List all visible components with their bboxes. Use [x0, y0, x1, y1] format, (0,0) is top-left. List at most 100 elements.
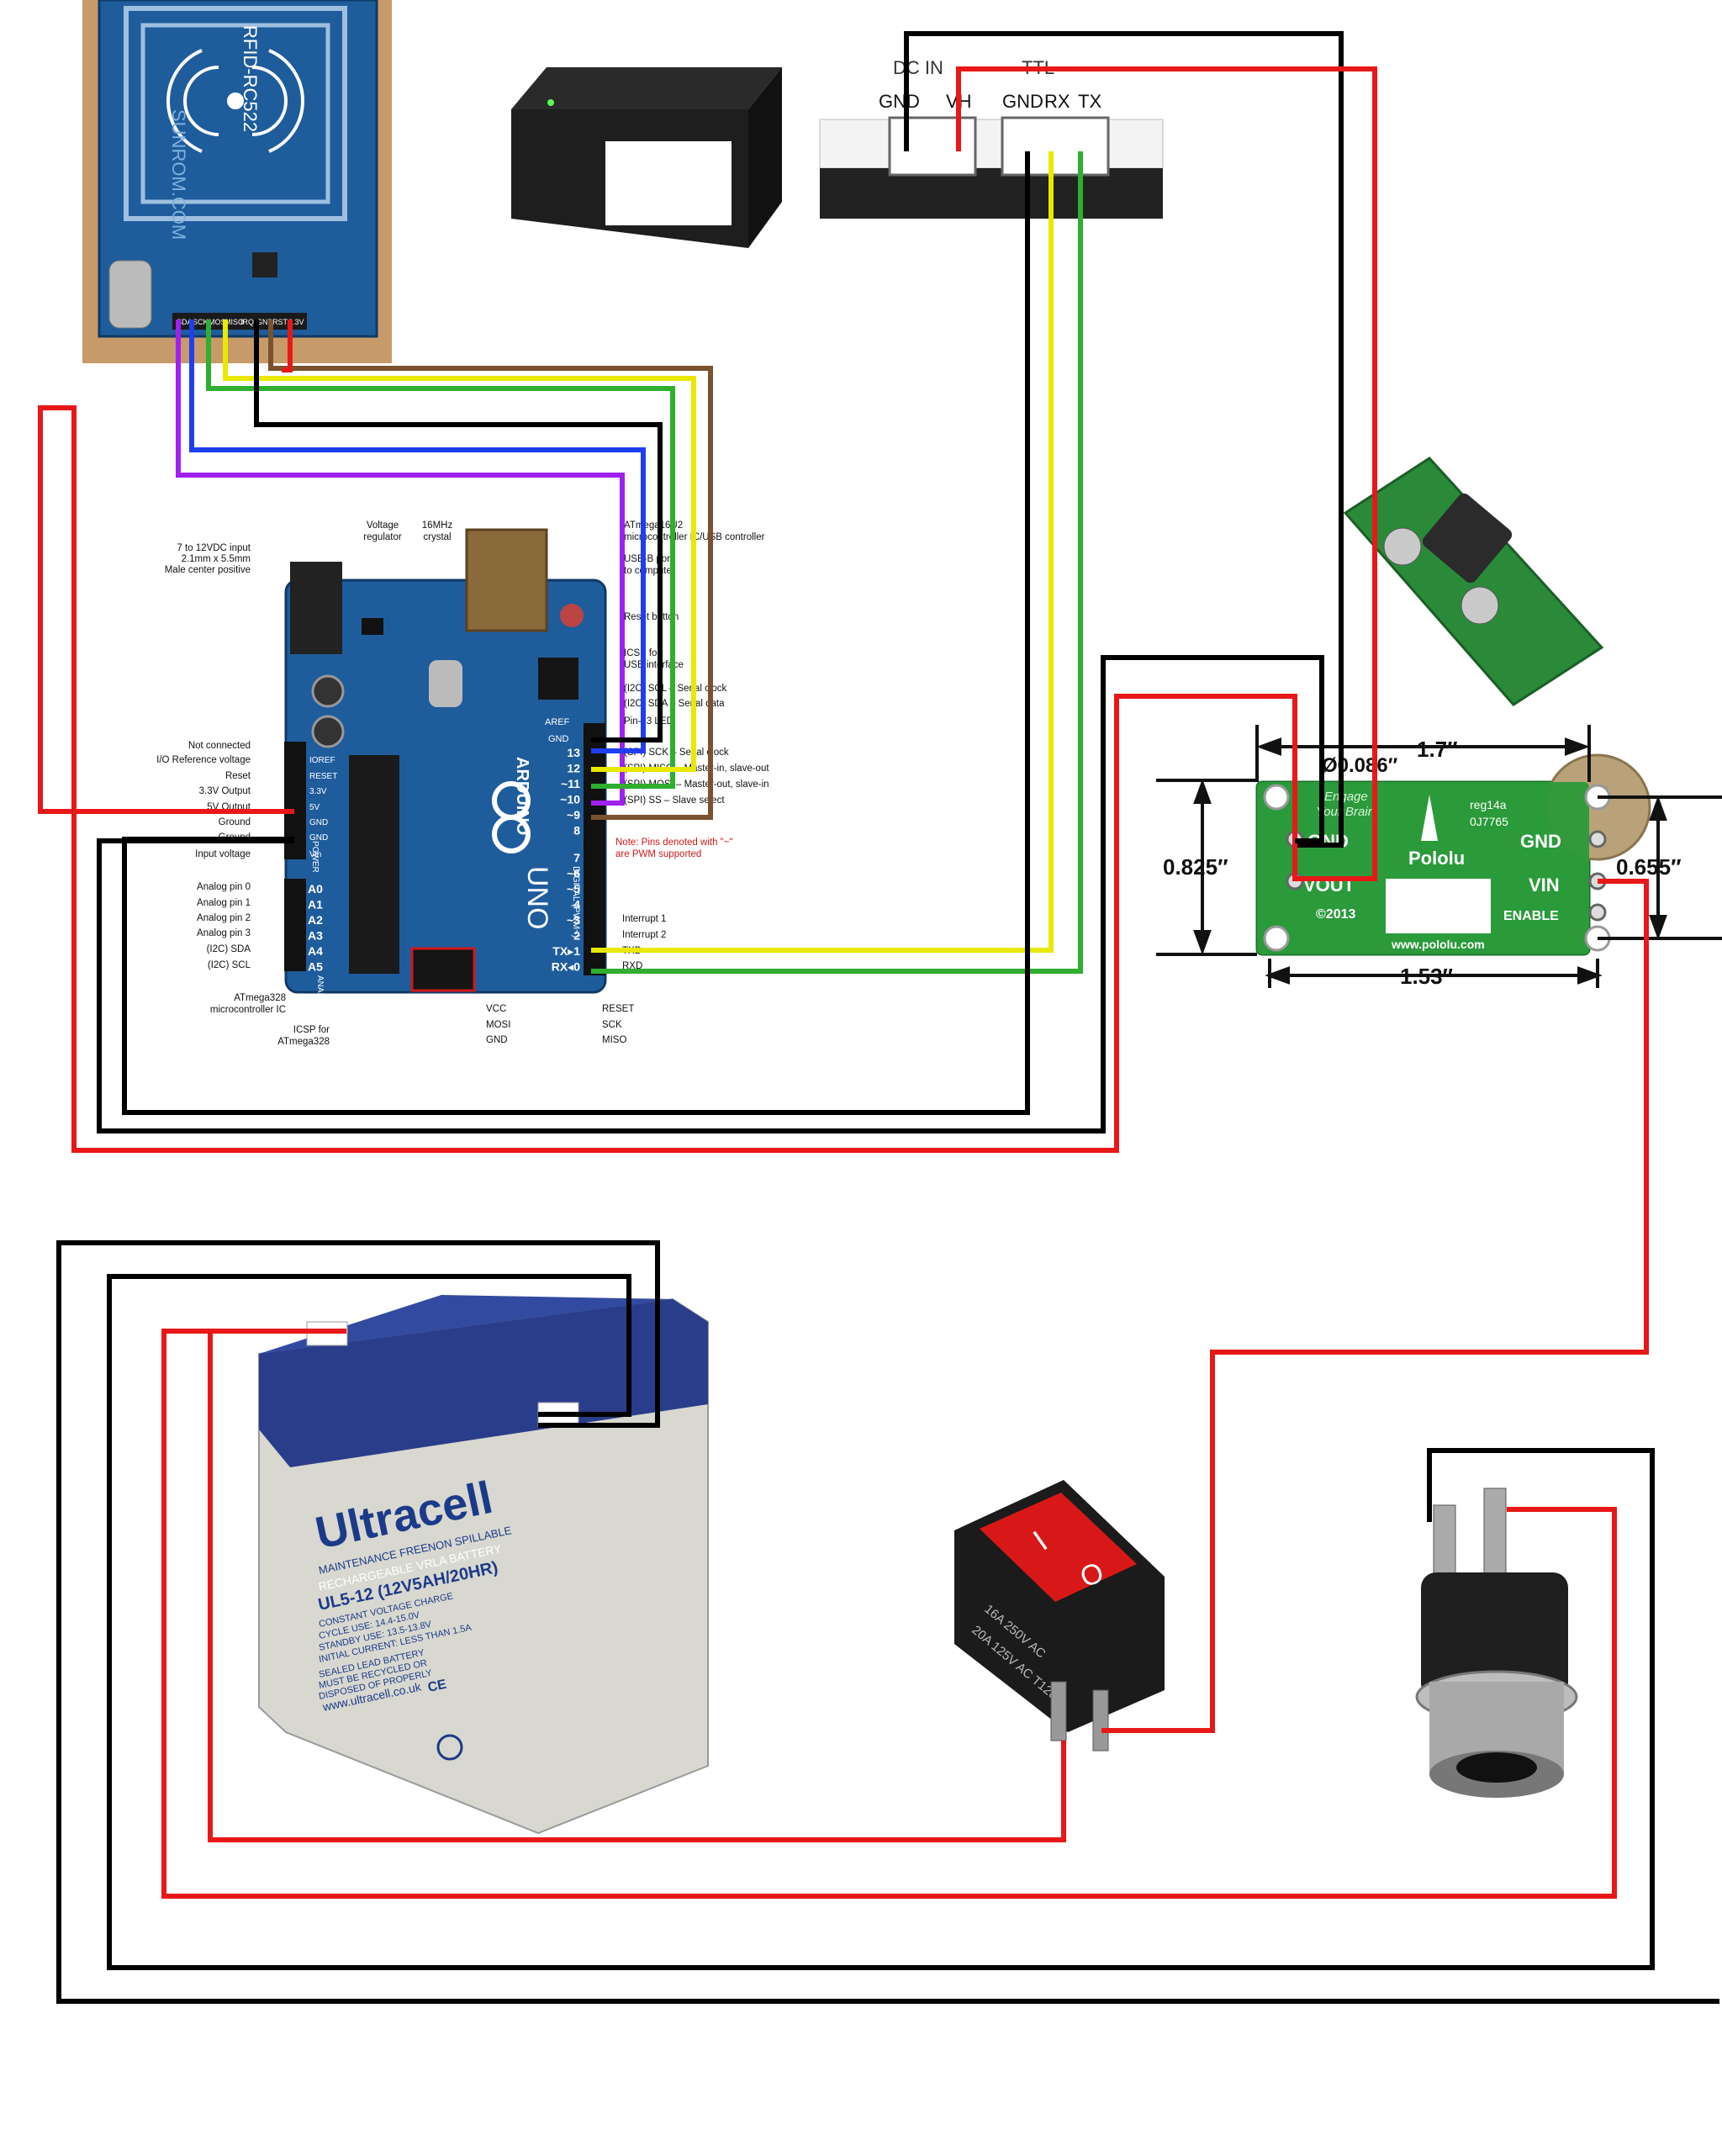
ann-sck-right: (SPI) SCK – Serial clock	[624, 748, 729, 758]
header-label-digital: RX◂0	[552, 960, 580, 974]
ann-regulator-2: regulator	[363, 532, 402, 542]
regulator-part-2: 0J7765	[1470, 815, 1508, 828]
power-input-line-1: 7 to 12VDC input	[177, 543, 251, 553]
regulator-pin-gnd-right: GND	[1520, 831, 1561, 852]
rfid-antenna	[124, 6, 347, 221]
wire-mosi	[206, 320, 675, 789]
header-label-v5: 5V	[309, 803, 320, 812]
header-label-analog-in: ANALOG IN	[315, 975, 325, 1021]
wire-gnd-rfid	[254, 320, 663, 742]
header-label-analog: A0	[308, 882, 323, 896]
header-label-gnd-top: GND	[548, 734, 569, 744]
regulator-label-area	[1386, 879, 1491, 933]
header-label-analog: A3	[308, 929, 323, 943]
rfid-pin-label: RST	[272, 318, 288, 326]
buck-converter-photo	[1343, 457, 1604, 706]
ann-sck-bottom: SCK	[602, 1020, 622, 1030]
regulator-pin-enable: ENABLE	[1503, 909, 1559, 923]
ann-reset: Reset	[225, 771, 251, 781]
battery-ce: CE	[426, 1678, 448, 1695]
rfid-crystal	[108, 260, 152, 329]
thermal-printer	[511, 67, 782, 248]
regulator-slogan-2: Your Brain	[1316, 805, 1375, 819]
arduino-logo-icon	[492, 781, 531, 853]
icsp-usb-header	[538, 658, 578, 700]
icsp-atmega-header	[410, 947, 476, 992]
wire-vin	[1101, 879, 1649, 1733]
jack-terminal-right	[1483, 1488, 1507, 1582]
power-input-line-3: Male center positive	[165, 565, 251, 575]
printer-led-icon	[547, 99, 554, 106]
header-label-digital: ~5	[567, 882, 580, 896]
power-input-line-2: 2.1mm x 5.5mm	[182, 554, 251, 564]
battery-recycle-icon	[436, 1734, 463, 1761]
ann-miso-bottom: MISO	[602, 1035, 626, 1045]
wire-rst	[268, 320, 713, 820]
ann-scl-right: (I2C) SCL – Serial clock	[624, 684, 727, 694]
printer-connectors: DC IN TTL GND VH GND RX TX	[819, 57, 1164, 219]
dc-barrel-jack	[1415, 1488, 1578, 1798]
power-jack	[290, 562, 342, 654]
ann-atmega-2: microcontroller IC	[210, 1005, 286, 1015]
wire-printer-vh	[956, 66, 1377, 881]
ann-a1: Analog pin 1	[197, 898, 251, 908]
header-label-digital: 4	[573, 898, 580, 912]
ann-scl: (I2C) SCL	[208, 960, 251, 970]
regulator-pin-vin: VIN	[1529, 875, 1560, 896]
regulator-part-1: reg14a	[1470, 798, 1507, 811]
ann-vcc-bottom: VCC	[486, 1004, 506, 1014]
rfid-pin-label: GND	[256, 318, 274, 326]
header-label-gnd: GND	[309, 833, 328, 843]
ann-usb-2: to computer	[624, 566, 675, 576]
header-label-analog: A1	[308, 898, 323, 912]
rocker-button	[980, 1493, 1137, 1602]
ann-crystal-1: 16MHz	[422, 521, 453, 531]
inductor-icon	[1422, 493, 1513, 584]
wire-battery-jack	[161, 1329, 1617, 1899]
header-label-digital-pwm: DIGITAL (PWM~)	[571, 866, 581, 938]
ann-icsp-usb-2: USB interface	[624, 660, 684, 670]
header-label-analog: A5	[308, 960, 323, 974]
ann-mosi-bottom: MOSI	[486, 1020, 510, 1030]
ann-not-connected: Not connected	[188, 741, 251, 751]
ann-sda: (I2C) SDA	[207, 944, 251, 954]
rfid-pin-label: SDA	[177, 318, 193, 326]
dim-hole: Ø0.086″	[1322, 754, 1398, 777]
dimension-lines	[1156, 725, 1722, 988]
regulator-url: www.pololu.com	[1391, 938, 1485, 951]
header-label-digital: 8	[573, 824, 580, 838]
header-label-aref: AREF	[545, 717, 570, 727]
ann-reset-button: Reset button	[624, 612, 679, 622]
rfid-pin-label: IRQ	[240, 318, 254, 326]
wire-battery-neg-2	[107, 1274, 1655, 1970]
dim-right-height: 0.655″	[1616, 854, 1682, 880]
header-label-digital: ~11	[561, 777, 580, 790]
jack-opening	[1456, 1752, 1537, 1783]
dim-width-top: 1.7″	[1417, 737, 1458, 762]
wire-rx	[591, 151, 1083, 974]
header-label-digital: 7	[573, 851, 580, 864]
ann-atmega16u2-1: ATmega16U2	[624, 521, 683, 531]
regulator-slogan-1: Engage	[1324, 790, 1368, 804]
ann-ground-1: Ground	[219, 817, 251, 827]
ttl-pin-gnd: GND	[1002, 91, 1043, 112]
header-label-analog: A4	[308, 944, 323, 958]
ttl-connector	[1001, 116, 1110, 177]
header-label-digital: ~6	[567, 867, 580, 880]
atmega328-chip	[349, 755, 399, 974]
dim-height: 0.825″	[1163, 854, 1228, 880]
wire-vout-5v	[38, 405, 1297, 1153]
wireless-icon	[166, 49, 304, 153]
ann-pwm-note-2: are PWM supported	[615, 849, 701, 859]
wires	[38, 31, 1719, 2004]
wire-printer-gnd	[904, 31, 1344, 848]
reset-button-icon	[560, 604, 584, 627]
wire-tx	[591, 151, 1054, 953]
dc-pin-gnd: GND	[879, 91, 920, 112]
regulator-brand: Pololu	[1408, 848, 1465, 869]
rfid-pin-label: SCK	[193, 318, 209, 326]
header-label-digital: 12	[567, 762, 580, 775]
switch-terminal-1	[1050, 1681, 1067, 1741]
ann-icsp-atmega-2: ATmega328	[277, 1037, 330, 1047]
